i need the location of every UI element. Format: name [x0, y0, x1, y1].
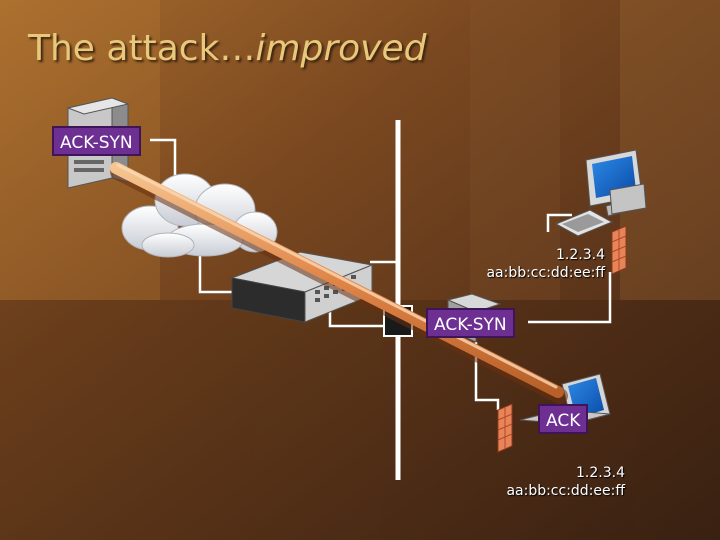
ack-syn-label-top: ACK-SYN — [52, 126, 141, 156]
ack-label-bottom: ACK — [538, 404, 588, 434]
ack-syn-label-middle: ACK-SYN — [426, 308, 515, 338]
firewall-icon — [498, 404, 512, 452]
host-address-bottom-right: 1.2.3.4 aa:bb:cc:dd:ee:ff — [506, 464, 625, 500]
slide-title: The attack…improved — [28, 28, 426, 69]
mac-address: aa:bb:cc:dd:ee:ff — [506, 482, 625, 500]
ip-address: 1.2.3.4 — [486, 246, 605, 264]
title-plain: The attack… — [28, 28, 255, 69]
title-italic: improved — [255, 28, 426, 69]
firewall-icon — [612, 226, 626, 274]
host-address-top-right: 1.2.3.4 aa:bb:cc:dd:ee:ff — [486, 246, 605, 282]
mac-address: aa:bb:cc:dd:ee:ff — [486, 264, 605, 282]
ip-address: 1.2.3.4 — [506, 464, 625, 482]
